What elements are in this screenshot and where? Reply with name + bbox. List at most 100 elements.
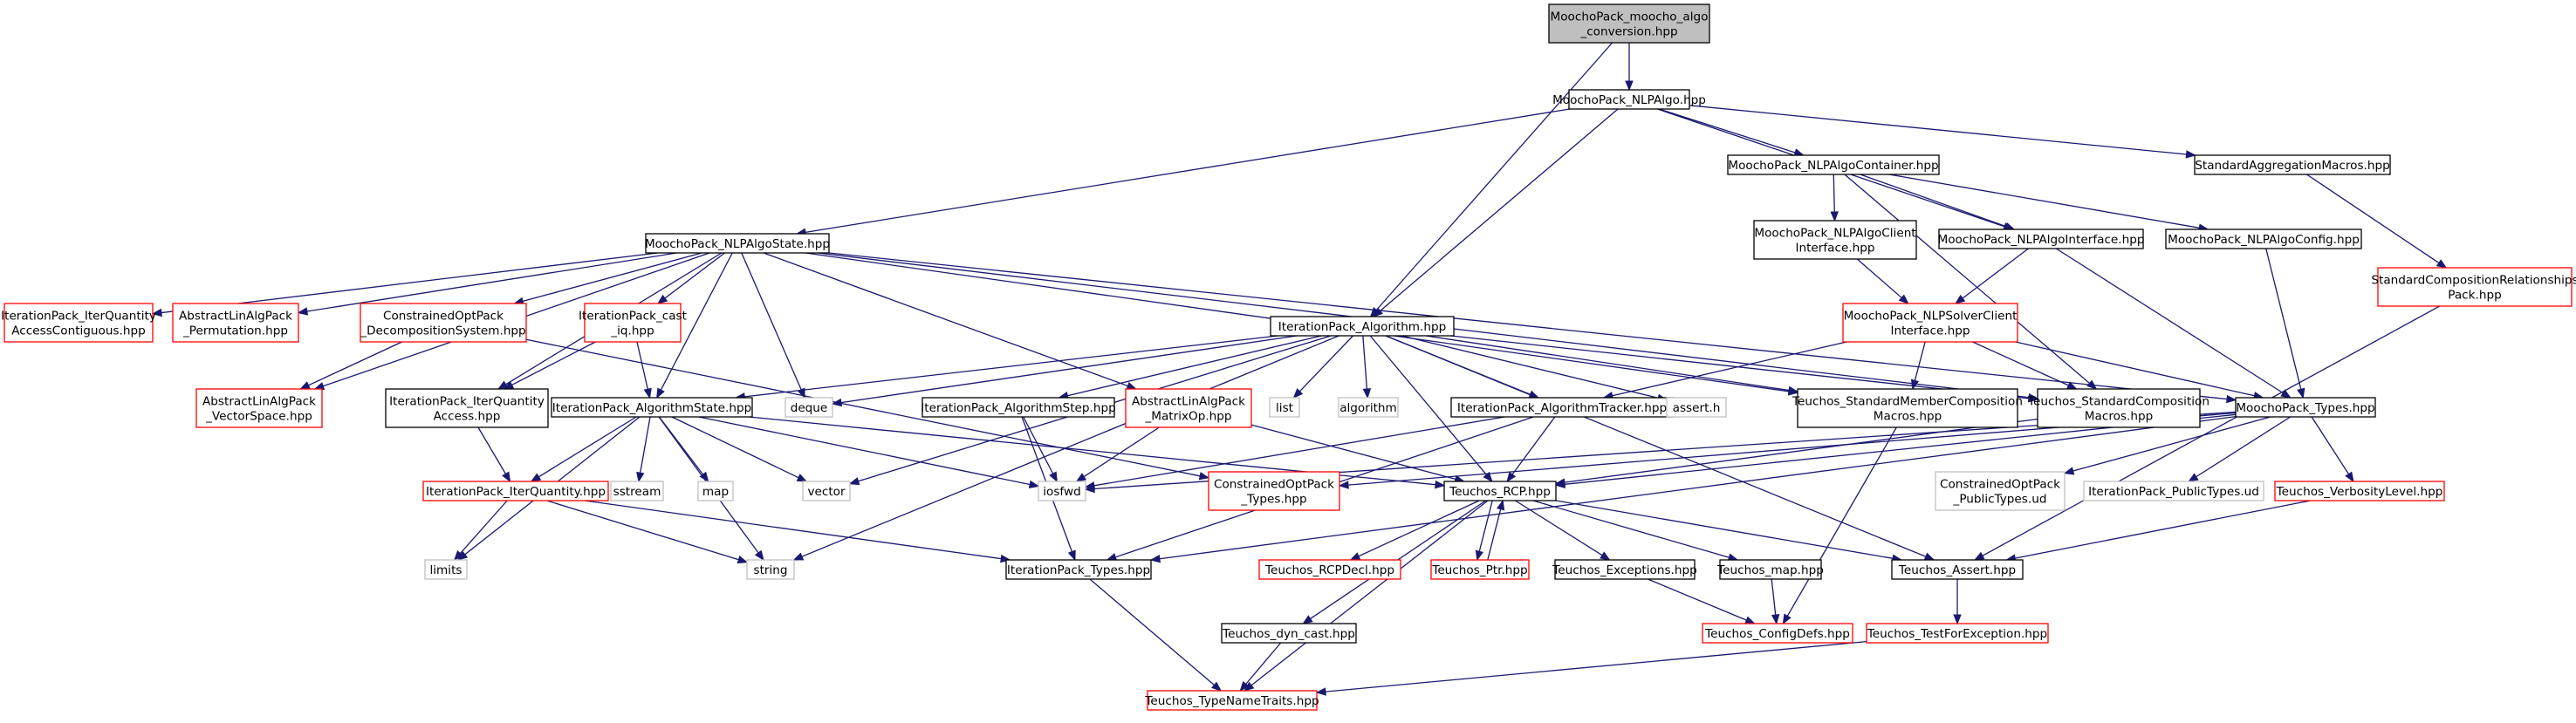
arrowhead-nlpalgointerface-to-moochotypes <box>2280 389 2292 399</box>
node-rcpdecl[interactable]: Teuchos_RCPDecl.hpp <box>1258 559 1401 580</box>
edge-nlpalgostate-to-ablaperm <box>306 252 677 312</box>
node-algotracker[interactable]: IterationPack_AlgorithmTracker.hpp <box>1450 397 1674 418</box>
edge-algorithm-to-algostep <box>1067 335 1322 397</box>
arrowhead-nlpalgostate-to-ablamatrixop <box>1126 381 1138 390</box>
arrowhead-stdaggmacros-to-stdcomprel <box>2436 259 2448 269</box>
edge-nlpalgostate-to-cop_decomp <box>522 252 702 303</box>
node-label-verbosity-line-0: Teuchos_VerbosityLevel.hpp <box>2276 485 2443 499</box>
node-label-tmap-line-0: Teuchos_map.hpp <box>1716 563 1824 577</box>
graph-nodes: MoochoPack_moocho_algo_conversion.hppMoo… <box>1 3 2576 711</box>
node-cop_decomp[interactable]: ConstrainedOptPack_DecompositionSystem.h… <box>360 303 527 343</box>
node-tmap[interactable]: Teuchos_map.hpp <box>1716 559 1824 580</box>
node-asserth: assert.h <box>1666 397 1727 418</box>
node-stdaggmacros[interactable]: StandardAggregationMacros.hpp <box>2194 154 2391 175</box>
node-algorithm[interactable]: IterationPack_Algorithm.hpp <box>1270 316 1455 337</box>
arrowhead-algostate-to-iterquantity <box>530 473 542 482</box>
node-map: map <box>697 481 734 501</box>
arrowhead-nlpalgo-to-stdaggmacros <box>2185 150 2196 159</box>
arrowhead-algorithm-to-deque <box>831 398 843 407</box>
node-label-iqaccess-line-0: IterationPack_IterQuantity <box>389 395 545 409</box>
edge-nlpalgocontainer-to-nlpalgoconfig <box>1888 174 2200 228</box>
node-box-coptypes <box>1208 471 1340 511</box>
arrowhead-root-to-nlpalgo <box>1625 80 1634 92</box>
edge-algostate-to-iosfwd <box>698 416 1031 486</box>
node-label-ippublictypes-line-0: IterationPack_PublicTypes.ud <box>2088 485 2259 499</box>
node-label-iqaccess-line-1: Access.hpp <box>434 410 501 424</box>
node-box-deque <box>784 397 833 418</box>
node-label-ablavs-line-0: AbstractLinAlgPack <box>202 395 316 409</box>
edge-rcp-to-tassert <box>1555 500 1894 559</box>
edge-nlpalgostate-to-algostate <box>660 252 733 391</box>
node-label-sstream-line-0: sstream <box>613 485 661 499</box>
edge-nlpsolverclientif-to-moochotypes <box>2015 341 2255 397</box>
node-iterquantity[interactable]: IterationPack_IterQuantity.hpp <box>422 481 609 501</box>
node-box-stdmembercomp <box>1797 388 2018 428</box>
edge-castiq-to-iqaccess <box>511 341 596 385</box>
node-moochotypes[interactable]: MoochoPack_Types.hpp <box>2235 397 2376 418</box>
arrowhead-iqaccess-to-iterquantity <box>502 471 511 483</box>
node-dyncast[interactable]: Teuchos_dyn_cast.hpp <box>1221 623 1357 644</box>
node-box-testforexc <box>1866 623 2049 644</box>
edge-nlpalgo-to-nlpalgocontainer <box>1659 108 1796 153</box>
node-label-nlpalgo-line-0: MoochoPack_NLPAlgo.hpp <box>1552 93 1706 107</box>
node-algostep[interactable]: IterationPack_AlgorithmStep.hpp <box>921 397 1116 418</box>
node-iptypes[interactable]: IterationPack_Types.hpp <box>1005 559 1152 580</box>
edge-algorithm-to-stdmembercomp <box>1426 335 1790 392</box>
arrowhead-moochotypes-to-verbosity <box>2345 471 2354 483</box>
node-tassert[interactable]: Teuchos_Assert.hpp <box>1891 559 2024 580</box>
node-nlpalgocontainer[interactable]: MoochoPack_NLPAlgoContainer.hpp <box>1727 154 1940 175</box>
node-configdefs[interactable]: Teuchos_ConfigDefs.hpp <box>1702 623 1853 644</box>
node-box-stdaggmacros <box>2194 154 2391 175</box>
node-rcp[interactable]: Teuchos_RCP.hpp <box>1443 481 1557 501</box>
node-nlpalgostate[interactable]: MoochoPack_NLPAlgoState.hpp <box>645 233 830 254</box>
edge-ablamatrixop-to-rcp <box>1250 424 1456 481</box>
node-label-copublictypes-line-0: ConstrainedOptPack <box>1940 478 2060 492</box>
node-box-iqaccess <box>385 388 549 428</box>
arrowhead-nlpsolverclientif-to-stdmembercomp <box>1910 379 1920 391</box>
node-nlpalgoconfig[interactable]: MoochoPack_NLPAlgoConfig.hpp <box>2165 228 2362 249</box>
node-root[interactable]: MoochoPack_moocho_algo_conversion.hpp <box>1548 3 1710 44</box>
edge-moochotypes-to-copublictypes <box>2072 416 2271 472</box>
node-coptypes[interactable]: ConstrainedOptPack_Types.hpp <box>1208 471 1340 511</box>
arrowhead-algostate-to-iosfwd <box>1028 480 1040 489</box>
node-verbosity[interactable]: Teuchos_VerbosityLevel.hpp <box>2274 481 2445 501</box>
edge-iptypes-to-typenametraits <box>1089 578 1215 686</box>
node-box-nlpalgocontainer <box>1727 154 1940 175</box>
edge-testforexc-to-typenametraits <box>1325 640 1867 692</box>
node-nlpalgo[interactable]: MoochoPack_NLPAlgo.hpp <box>1552 89 1706 110</box>
arrowhead-ablamatrixop-to-iosfwd <box>1075 473 1087 482</box>
edge-exceptions-to-configdefs <box>1648 578 1747 621</box>
node-box-nlpsolverclientif <box>1842 303 2018 343</box>
node-sstream: sstream <box>610 481 664 501</box>
edge-nlpalgostate-to-moochotypes <box>828 252 2228 400</box>
arrowhead-algostate-to-map <box>699 471 709 483</box>
edge-rcp-to-typenametraits <box>1250 500 1489 686</box>
node-ablavs[interactable]: AbstractLinAlgPack_VectorSpace.hpp <box>195 388 323 428</box>
node-box-iosfwd <box>1038 481 1086 501</box>
node-box-exceptions <box>1554 559 1696 580</box>
node-exceptions[interactable]: Teuchos_Exceptions.hpp <box>1552 559 1697 580</box>
node-iqcontig[interactable]: IterationPack_IterQuantityAccessContiguo… <box>1 303 156 343</box>
graph-edges <box>151 42 2448 696</box>
arrowhead-algotracker-to-rcp <box>1506 471 1517 483</box>
node-castiq[interactable]: IterationPack_cast_iq.hpp <box>579 303 687 343</box>
node-label-map-line-0: map <box>702 485 729 499</box>
node-box-limits <box>424 559 468 580</box>
node-ablamatrixop[interactable]: AbstractLinAlgPack_MatrixOp.hpp <box>1125 388 1252 428</box>
node-label-tassert-line-0: Teuchos_Assert.hpp <box>1898 563 2016 577</box>
arrowhead-nlpalgoclientif-to-nlpsolverclientif <box>1898 294 1909 304</box>
node-stdmembercomp[interactable]: Teuchos_StandardMemberCompositionMacros.… <box>1792 388 2023 428</box>
node-nlpalgointerface[interactable]: MoochoPack_NLPAlgoInterface.hpp <box>1938 228 2145 249</box>
node-ptr[interactable]: Teuchos_Ptr.hpp <box>1430 559 1530 580</box>
node-algostate[interactable]: IterationPack_AlgorithmState.hpp <box>551 397 753 418</box>
node-typenametraits[interactable]: Teuchos_TypeNameTraits.hpp <box>1144 690 1319 711</box>
node-testforexc[interactable]: Teuchos_TestForException.hpp <box>1866 623 2049 644</box>
edge-algorithm-to-list <box>1298 335 1353 392</box>
node-box-rcp <box>1443 481 1557 501</box>
node-ablaperm[interactable]: AbstractLinAlgPack_Permutation.hpp <box>172 303 299 343</box>
